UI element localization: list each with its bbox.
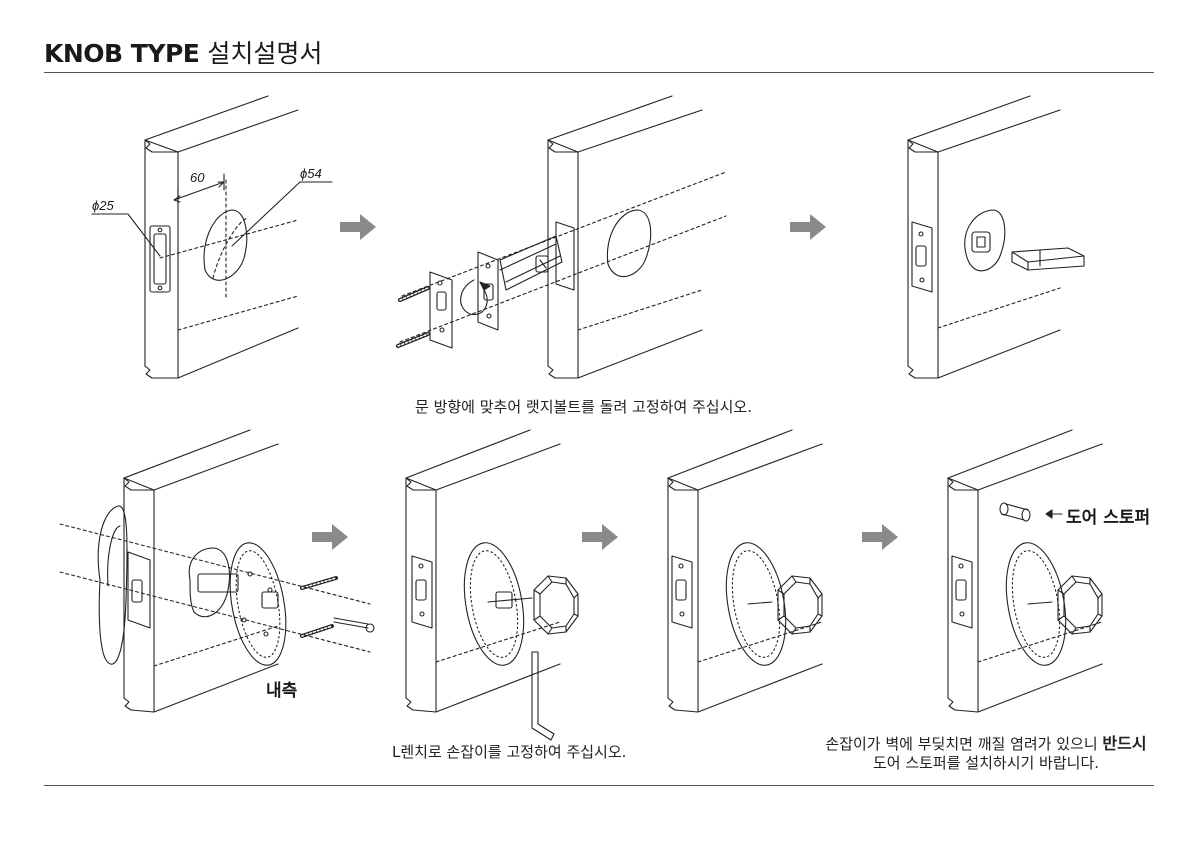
caption-door-stopper-warning: 손잡이가 벽에 부딪치면 깨질 염려가 있으니 반드시	[810, 730, 1162, 754]
knob-installed-wrench-illustration	[405, 429, 579, 741]
caption-latch-bolt: 문 방향에 맞추어 랫지볼트를 돌려 고정하여 주십시오.	[415, 398, 752, 416]
arrow-right-icon	[790, 214, 826, 240]
arrow-right-icon	[340, 214, 376, 240]
label-inside: 내측	[266, 681, 298, 701]
arrow-right-icon	[862, 524, 898, 550]
dimension-diameter-25: ϕ25	[92, 198, 114, 213]
title-knob-type: KNOB TYPE	[44, 39, 200, 68]
page-title: KNOB TYPE 설치설명서	[44, 34, 322, 70]
latch-installed-illustration	[907, 95, 1085, 379]
label-door-stopper: 도어 스토퍼	[1066, 508, 1151, 528]
latch-bolt-illustration	[396, 95, 727, 379]
caption-door-stopper-line2: 도어 스토퍼를 설치하시기 바랍니다.	[872, 754, 1100, 772]
bottom-rule	[44, 785, 1154, 786]
door-stopper-illustration	[947, 429, 1103, 713]
inside-rosette-exploded-illustration	[59, 429, 375, 713]
knob-complete-illustration	[667, 429, 823, 713]
arrow-right-icon	[312, 524, 348, 550]
caption-warning-emphasis: 반드시	[1102, 734, 1147, 753]
dimension-60: 60	[190, 170, 205, 185]
top-rule	[44, 72, 1154, 73]
caption-warning-text: 손잡이가 벽에 부딪치면 깨질 염려가 있으니	[825, 735, 1103, 753]
arrow-right-icon	[582, 524, 618, 550]
dimension-diameter-54: ϕ54	[300, 166, 322, 181]
title-manual: 설치설명서	[207, 39, 323, 68]
caption-l-wrench: L렌치로 손잡이를 고정하여 주십시오.	[392, 743, 627, 761]
door-edge-boring-illustration	[91, 95, 333, 379]
